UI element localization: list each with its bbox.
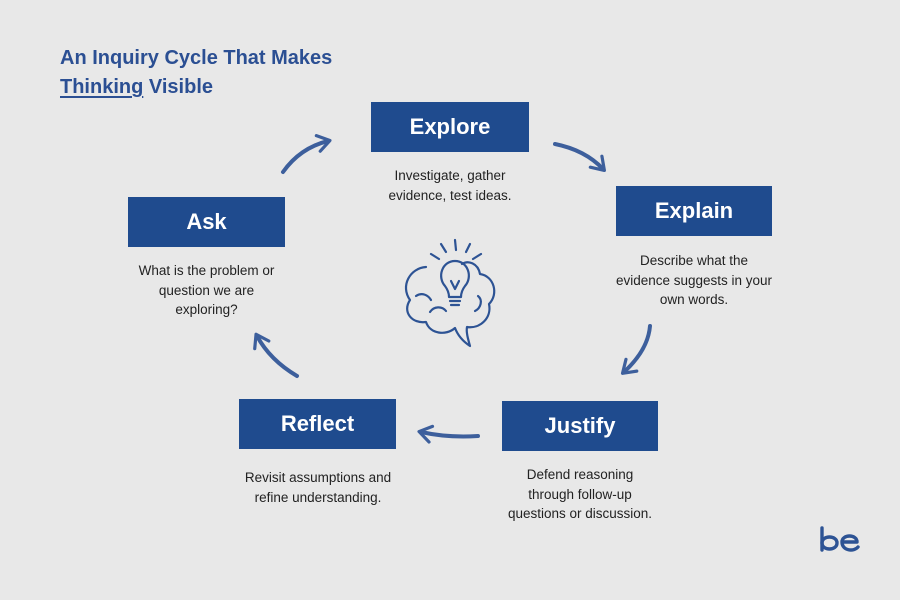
arrow-reflect-to-ask xyxy=(253,332,299,378)
arrow-explore-to-explain xyxy=(553,142,606,173)
stage-justify: Justify xyxy=(502,401,658,451)
title-underlined-word: Thinking xyxy=(60,76,144,98)
stage-ask-description: What is the problem or question we are e… xyxy=(138,263,275,317)
arrow-justify-to-reflect xyxy=(417,424,480,444)
stage-explain-description: Describe what the evidence suggests in y… xyxy=(615,253,773,307)
stage-justify-description: Defend reasoning through follow-up quest… xyxy=(507,467,653,521)
stage-explain: Explain xyxy=(616,186,772,236)
title-rest: Visible xyxy=(143,76,213,98)
stage-explore: Explore xyxy=(371,102,529,152)
stage-ask: Ask xyxy=(128,197,285,247)
stage-justify-label: Justify xyxy=(544,413,616,438)
stage-reflect-label: Reflect xyxy=(280,411,355,436)
arrow-ask-to-explore xyxy=(281,134,332,174)
be-logo xyxy=(820,526,860,552)
stage-explore-description: Investigate, gather evidence, test ideas… xyxy=(388,168,512,203)
diagram-title: An Inquiry Cycle That Makes Thinking Vis… xyxy=(60,44,332,102)
stage-ask-label: Ask xyxy=(186,209,227,234)
stage-reflect-description: Revisit assumptions and refine understan… xyxy=(244,470,392,505)
stage-explain-label: Explain xyxy=(654,198,734,223)
title-line-2: Thinking Visible xyxy=(60,73,332,102)
title-line-1: An Inquiry Cycle That Makes xyxy=(60,47,333,69)
stage-explore-label: Explore xyxy=(409,114,491,139)
stage-reflect: Reflect xyxy=(239,399,396,449)
arrow-explain-to-justify xyxy=(620,324,652,375)
